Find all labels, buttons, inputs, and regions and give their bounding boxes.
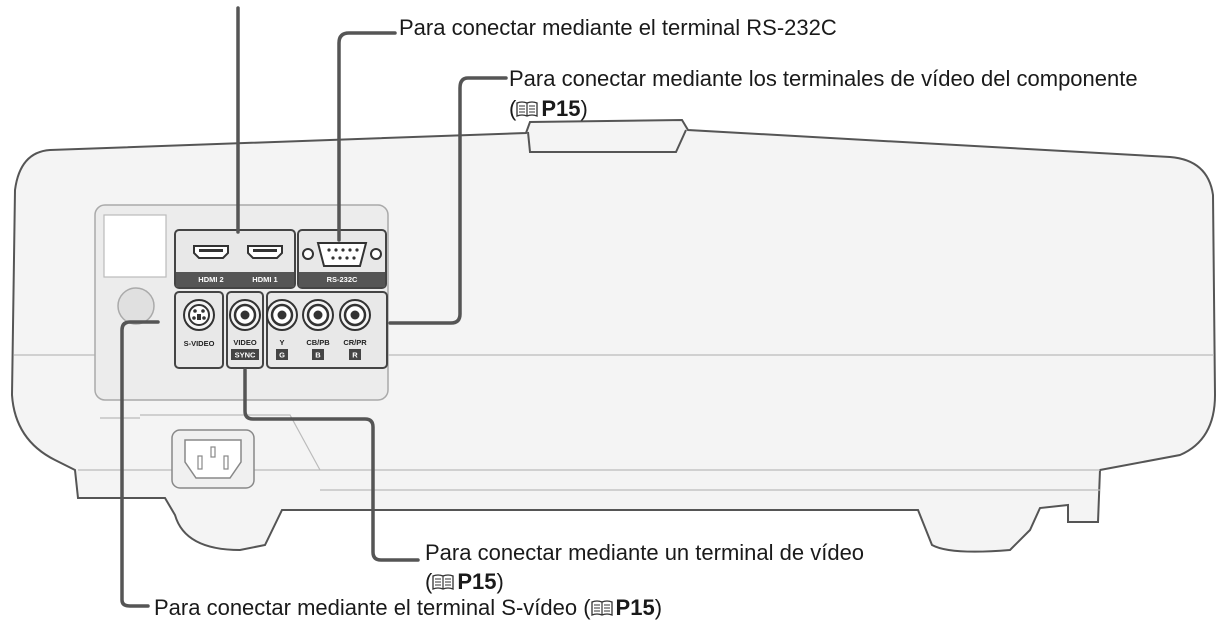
callout-rs232c-text: Para conectar mediante el terminal RS-23… xyxy=(399,15,837,40)
svideo-port: S-VIDEO xyxy=(174,291,224,369)
video-label: VIDEO xyxy=(233,338,257,347)
component-leader xyxy=(388,76,508,325)
rs232c-port: RS-232C xyxy=(297,229,387,289)
g-label: G xyxy=(279,351,285,360)
callout-svideo-text: Para conectar mediante el terminal S-víd… xyxy=(154,595,591,620)
leader-lines xyxy=(120,6,508,608)
callout-component-ref: (P15) xyxy=(509,96,588,121)
manual-book-icon xyxy=(590,600,613,616)
cb-label: CB/PB xyxy=(306,338,330,347)
callout-video: Para conectar mediante un terminal de ví… xyxy=(425,540,864,565)
hdmi-ports: HDMI 2 HDMI 1 xyxy=(174,229,296,289)
callout-rs232c: Para conectar mediante el terminal RS-23… xyxy=(399,15,837,40)
rs232c-label: RS-232C xyxy=(327,275,358,284)
panel-button xyxy=(117,287,155,325)
manual-book-icon xyxy=(432,574,454,590)
rs232c-leader xyxy=(337,31,397,242)
power-inlet xyxy=(171,429,255,489)
svideo-label: S-VIDEO xyxy=(184,339,215,348)
callout-component-ref-text: P15 xyxy=(541,96,581,121)
b-label: B xyxy=(315,351,321,360)
callout-video-text: Para conectar mediante un terminal de ví… xyxy=(425,540,865,565)
component-ports: Y CB/PB CR/PR G B R xyxy=(265,291,388,369)
sync-label: SYNC xyxy=(235,351,256,360)
hdmi1-label: HDMI 1 xyxy=(252,275,277,284)
y-label: Y xyxy=(279,338,284,347)
callout-svideo: Para conectar mediante el terminal S-víd… xyxy=(154,595,663,620)
video-port: VIDEO SYNC xyxy=(226,291,264,369)
cr-label: CR/PR xyxy=(343,338,367,347)
callout-video-ref: (P15) xyxy=(425,569,504,594)
video-leader xyxy=(243,368,420,562)
r-label: R xyxy=(352,351,358,360)
callout-component-text: Para conectar mediante los terminales de… xyxy=(509,66,1138,91)
hdmi2-label: HDMI 2 xyxy=(198,275,223,284)
manual-book-icon xyxy=(516,101,538,117)
svideo-leader xyxy=(120,320,160,608)
callout-svideo-ref-text: P15 xyxy=(615,595,655,620)
callout-component: Para conectar mediante los terminales de… xyxy=(509,66,1138,91)
callout-video-ref-text: P15 xyxy=(457,569,497,594)
